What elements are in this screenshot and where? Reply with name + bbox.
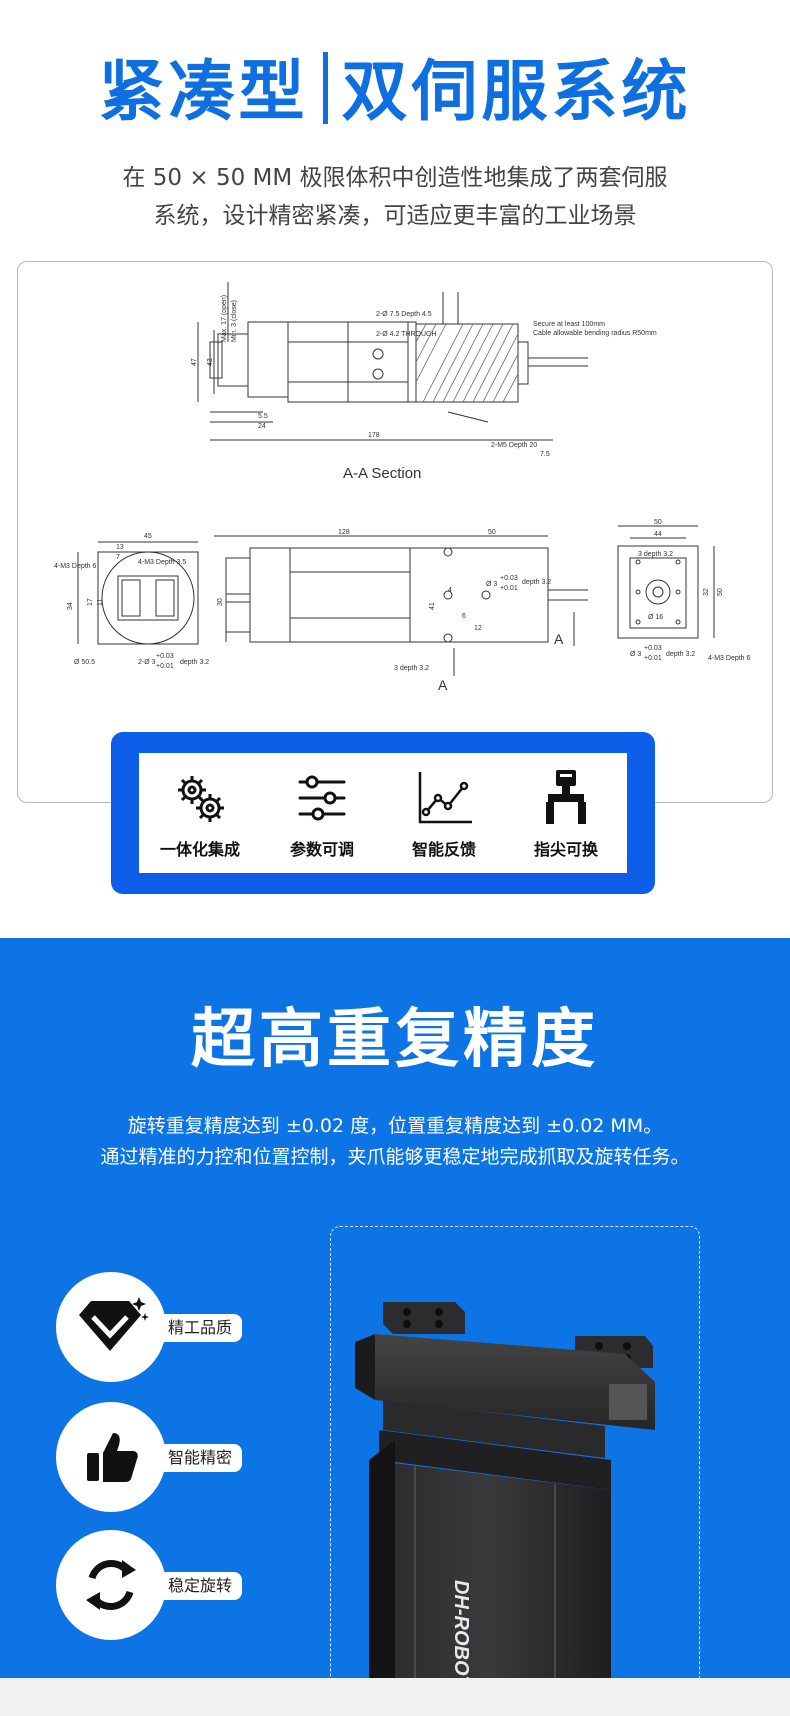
depth-bottom: 3 depth 3.2 [394, 665, 429, 672]
dim-5-5: 5.5 [258, 413, 268, 420]
feature-label: 指尖可换 [533, 840, 598, 859]
callout-bore-right: Ø 3 [630, 651, 641, 658]
callout-bore-mid: Ø 3 [486, 581, 497, 588]
feature-fingertip: 指尖可换 [511, 766, 621, 860]
section-marker-bottom: A [438, 677, 448, 693]
product-image: DH-ROBOTIC [355, 1290, 685, 1708]
badge-rotation: 稳定旋转 [56, 1530, 256, 1640]
callout-m3-left: 4-M3 Depth 6 [54, 563, 97, 570]
line-chart-icon [389, 766, 499, 830]
diamond-icon [56, 1272, 166, 1382]
badge-smart: 智能精密 [56, 1402, 256, 1512]
dim-17: 17 [87, 598, 94, 606]
compact-section: 紧凑型双伺服系统 在 50 × 50 MM 极限体积中创造性地集成了两套伺服 系… [0, 52, 790, 894]
title-right: 双伺服系统 [341, 53, 692, 130]
section-label: A-A Section [343, 465, 421, 482]
dim-34: 34 [67, 602, 74, 610]
dim-50-right: 50 [654, 519, 662, 526]
feature-label: 参数可调 [289, 840, 354, 859]
tol-plus2-right: +0.01 [644, 655, 662, 662]
dim-13: 13 [116, 544, 124, 551]
drawing-svg: 2-Ø 7.5 Depth 4.5 2-Ø 4.2 THROUGH Secure… [54, 282, 751, 693]
dim-41: 41 [429, 602, 436, 610]
callout-bore-left: 2-Ø 3 [138, 659, 156, 666]
feature-strip: 一体化集成 参数可调 [139, 753, 627, 873]
badge-label: 智能精密 [164, 1444, 243, 1472]
section-marker-right: A [554, 631, 564, 647]
dim-7: 7 [116, 554, 120, 561]
thumbs-up-icon [56, 1402, 166, 1512]
badge-label: 稳定旋转 [164, 1572, 243, 1600]
callout-open: Max. 17 (open) [221, 295, 228, 342]
product-brand: DH-ROBOTIC [450, 1580, 472, 1680]
dim-50: 50 [488, 529, 496, 536]
feature-integration: 一体化集成 [145, 766, 255, 860]
cable-note-2: Cable allowable bending radius R50mm [533, 330, 657, 337]
dim-47: 47 [191, 358, 198, 366]
dim-4: 4 [448, 587, 452, 594]
dim-50-vertical: 50 [717, 588, 724, 596]
title-divider [322, 52, 328, 124]
depth-right: depth 3.2 [666, 651, 695, 658]
feature-label: 智能反馈 [411, 840, 476, 859]
callout-m3-right: 4-M3 Depth 6 [708, 655, 751, 662]
bottom-band [0, 1678, 790, 1716]
compact-subtitle-line2: 系统，设计精密紧凑，可适应更丰富的工业场景 [153, 203, 637, 229]
technical-drawing: 2-Ø 7.5 Depth 4.5 2-Ø 4.2 THROUGH Secure… [17, 261, 773, 803]
cable-note-1: Secure at least 100mm [533, 321, 605, 328]
tol-plus2-left: +0.01 [156, 663, 174, 670]
dim-16: Ø 16 [648, 614, 663, 621]
dim-24: 24 [258, 423, 266, 430]
gears-icon [145, 766, 255, 830]
callout-right-depth: 3 depth 3.2 [638, 551, 673, 558]
dim-30: 30 [217, 598, 224, 606]
compact-subtitle-line1: 在 50 × 50 MM 极限体积中创造性地集成了两套伺服 [122, 165, 668, 191]
callout-m5: 2-M5 Depth 20 [491, 442, 537, 449]
tol-plus2-mid: +0.01 [500, 585, 518, 592]
badge-quality: 精工品质 [56, 1272, 256, 1382]
callout-hole-top: 2-Ø 7.5 Depth 4.5 [376, 311, 432, 318]
callout-m3-left2: 4-M3 Depth 3.5 [138, 559, 186, 566]
dim-43: 43 [207, 358, 214, 366]
feature-feedback: 智能反馈 [389, 766, 499, 860]
product-frame [330, 1226, 700, 1716]
feature-adjustable: 参数可调 [267, 766, 377, 860]
depth-mid: depth 3.2 [522, 579, 551, 586]
dim-12: 12 [474, 625, 482, 632]
compact-title: 紧凑型双伺服系统 [0, 52, 790, 132]
precision-subtitle-line1: 旋转重复精度达到 ±0.02 度，位置重复精度达到 ±0.02 MM。 [127, 1115, 663, 1137]
depth-left: depth 3.2 [180, 659, 209, 666]
callout-through: 2-Ø 4.2 THROUGH [376, 331, 437, 338]
tol-plus-left: +0.03 [156, 653, 174, 660]
badge-label: 精工品质 [164, 1314, 243, 1342]
dim-11: 11 [97, 599, 104, 606]
rotate-icon [56, 1530, 166, 1640]
callout-close: Min. 3 (close) [231, 300, 238, 342]
precision-subtitle-line2: 通过精准的力控和位置控制，夹爪能够更稳定地完成抓取及旋转任务。 [100, 1146, 690, 1168]
dim-45: 45 [144, 533, 152, 540]
precision-title: 超高重复精度 [191, 1003, 599, 1077]
tol-plus-right: +0.03 [644, 645, 662, 652]
dim-6: 6 [462, 613, 466, 620]
dim-178: 178 [368, 432, 380, 439]
gripper-icon [511, 766, 621, 830]
sliders-icon [267, 766, 377, 830]
dim-50-5: Ø 50.5 [74, 659, 95, 666]
tol-plus-mid: +0.03 [500, 575, 518, 582]
dim-7-5: 7.5 [540, 451, 550, 458]
feature-label: 一体化集成 [159, 840, 240, 859]
dim-128: 128 [338, 529, 350, 536]
dim-32: 32 [703, 588, 710, 596]
dim-44: 44 [654, 531, 662, 538]
title-left: 紧凑型 [98, 53, 309, 130]
